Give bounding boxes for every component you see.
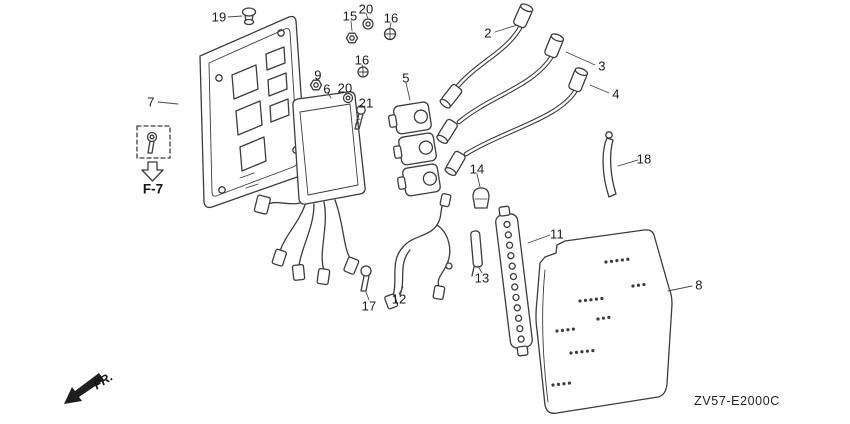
bolt-part21 bbox=[356, 105, 366, 115]
spark-plug-wire-part4 bbox=[444, 67, 589, 177]
mount-bracket-part7 bbox=[199, 15, 307, 209]
cdi-unit-part6 bbox=[292, 91, 366, 205]
part-label-20a[interactable]: 20 bbox=[358, 1, 374, 17]
vent-holes bbox=[551, 257, 650, 387]
washer-part20b bbox=[342, 92, 354, 104]
part-label-13[interactable]: 13 bbox=[474, 270, 490, 286]
part-label-12[interactable]: 12 bbox=[391, 291, 407, 307]
part-label-14[interactable]: 14 bbox=[469, 161, 485, 177]
cover-part8 bbox=[535, 229, 673, 414]
part-label-8[interactable]: 8 bbox=[695, 277, 703, 293]
stay-part13 bbox=[470, 230, 483, 277]
diagram-code: ZV57-E2000C bbox=[694, 394, 780, 408]
reference-link-f7[interactable]: F-7 bbox=[142, 181, 164, 197]
part-label-20b[interactable]: 20 bbox=[337, 80, 353, 96]
clip-part19 bbox=[241, 7, 257, 26]
reference-arrow-icon bbox=[141, 161, 164, 182]
part-label-5[interactable]: 5 bbox=[402, 70, 410, 86]
part-label-21[interactable]: 21 bbox=[358, 95, 374, 111]
part-label-16b[interactable]: 16 bbox=[354, 52, 370, 68]
nut-part15 bbox=[345, 32, 359, 44]
part-label-2[interactable]: 2 bbox=[484, 25, 492, 41]
part-label-16a[interactable]: 16 bbox=[383, 10, 399, 26]
cdi-wires bbox=[253, 194, 360, 286]
part-label-15[interactable]: 15 bbox=[342, 8, 358, 24]
part-label-18[interactable]: 18 bbox=[636, 151, 652, 167]
bolt-part17 bbox=[360, 265, 372, 292]
reference-callout-box bbox=[136, 125, 171, 182]
nut-part9 bbox=[309, 79, 323, 91]
leader-lines bbox=[157, 12, 693, 301]
terminal-strip-part11 bbox=[495, 205, 533, 357]
front-direction-arrow-icon bbox=[64, 373, 104, 404]
spark-plug-wire-part2 bbox=[439, 3, 534, 109]
cap-part14 bbox=[472, 187, 490, 209]
spark-plug-wire-part3 bbox=[436, 33, 565, 144]
part-label-11[interactable]: 11 bbox=[550, 226, 564, 242]
part-label-6[interactable]: 6 bbox=[323, 81, 331, 97]
part-label-9[interactable]: 9 bbox=[314, 67, 322, 83]
stay-part18 bbox=[602, 131, 617, 198]
part-label-7[interactable]: 7 bbox=[147, 94, 155, 110]
ignition-coil-stack-part5 bbox=[387, 101, 441, 197]
part-label-3[interactable]: 3 bbox=[598, 58, 606, 74]
fasteners bbox=[309, 18, 397, 130]
washer-part20a bbox=[362, 18, 374, 30]
part-label-17[interactable]: 17 bbox=[361, 298, 377, 314]
part-label-4[interactable]: 4 bbox=[612, 86, 620, 102]
part-label-19[interactable]: 19 bbox=[211, 9, 227, 25]
